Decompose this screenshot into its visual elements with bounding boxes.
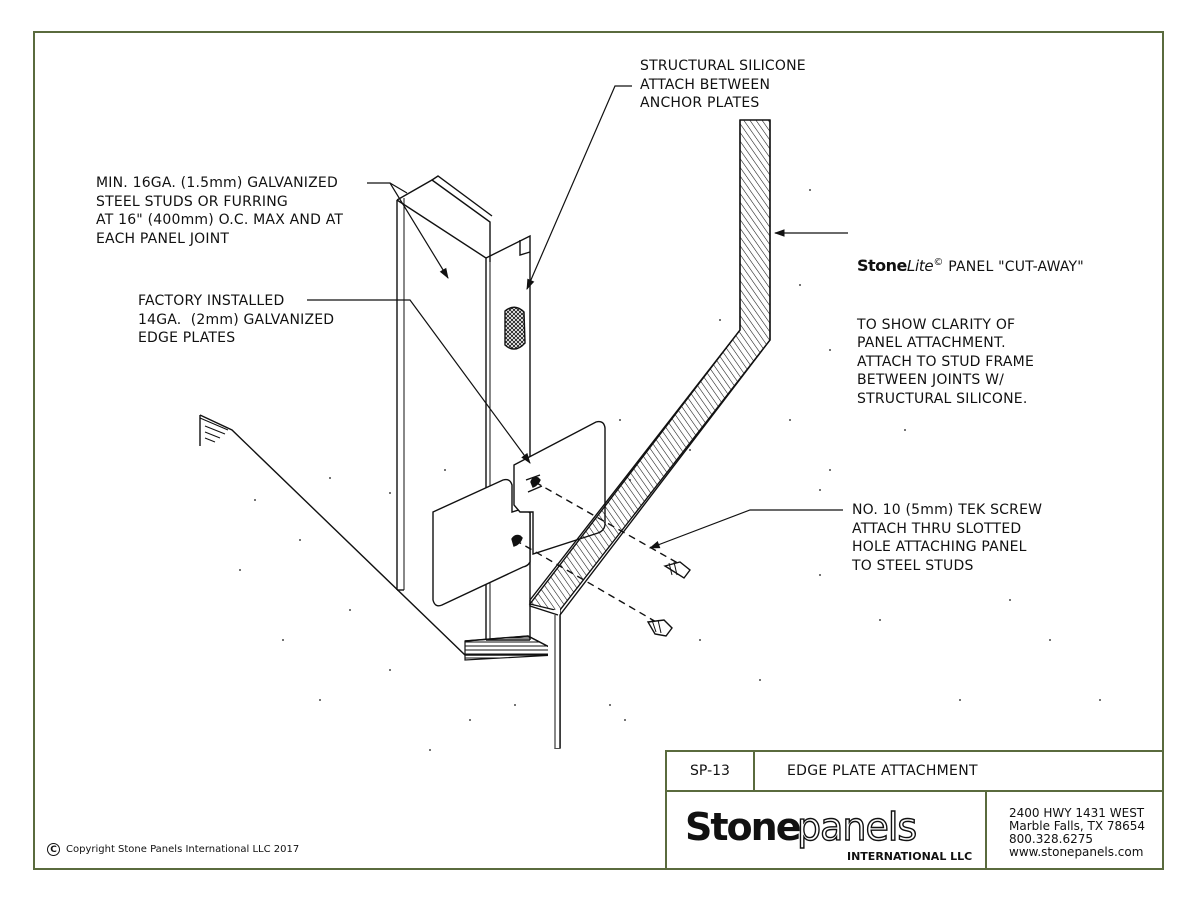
stonelite-brand-light: Lite [906, 257, 934, 275]
note-steel-studs: MIN. 16GA. (1.5mm) GALVANIZED STEEL STUD… [96, 175, 344, 247]
address-line: Marble Falls, TX 78654 [1009, 819, 1146, 833]
sheet-number: SP-13 [667, 752, 755, 790]
floor-slab [199, 414, 556, 661]
logo-bold-text: Stone [685, 805, 800, 849]
phone-number: 800.328.6275 [1009, 832, 1093, 846]
note-structural-silicone: STRUCTURAL SILICONE ATTACH BETWEEN ANCHO… [640, 58, 806, 111]
note-edge-plates: FACTORY INSTALLED 14GA. (2mm) GALVANIZED… [138, 293, 335, 346]
structural-silicone [504, 306, 526, 350]
stonepanels-logo-graphic: Stone panels INTERNATIONAL LLC [685, 804, 972, 863]
copyright-icon: C [47, 843, 60, 856]
texture-dots [239, 189, 1101, 751]
website: www.stonepanels.com [1009, 845, 1144, 859]
stone-panel-cutaway [528, 119, 771, 749]
copyright-text: Copyright Stone Panels International LLC… [66, 844, 300, 855]
panel-first-line: Stone Lite © PANEL "CUT-AWAY" [857, 256, 1084, 279]
note-tek-screw: NO. 10 (5mm) TEK SCREW ATTACH THRU SLOTT… [852, 502, 1043, 574]
stonepanels-logo: Stone panels INTERNATIONAL LLC [667, 792, 987, 870]
logo-sub-text: INTERNATIONAL LLC [847, 850, 972, 863]
tek-screws [514, 481, 691, 637]
note-panel-cutaway: Stone Lite © PANEL "CUT-AWAY" TO SHOW CL… [857, 220, 1084, 427]
title-block: SP-13 EDGE PLATE ATTACHMENT Stone panels… [665, 750, 1164, 870]
logo-outline-text: panels [797, 805, 916, 849]
address-line: 2400 HWY 1431 WEST [1009, 806, 1145, 820]
leader-lines [307, 85, 848, 549]
title-block-row: SP-13 EDGE PLATE ATTACHMENT [667, 752, 1164, 792]
panel-cutaway-heading: PANEL "CUT-AWAY" [943, 259, 1084, 275]
edge-plates [432, 420, 606, 607]
drawing-border [33, 31, 1164, 870]
company-address: 2400 HWY 1431 WEST Marble Falls, TX 7865… [1009, 807, 1145, 859]
stonelite-brand-bold: Stone [857, 256, 907, 275]
sheet-title: EDGE PLATE ATTACHMENT [787, 763, 978, 779]
copyright-notice: C Copyright Stone Panels International L… [47, 843, 299, 856]
stonelite-brand-mark: © [933, 257, 944, 268]
panel-cutaway-body: TO SHOW CLARITY OF PANEL ATTACHMENT. ATT… [857, 316, 1034, 407]
